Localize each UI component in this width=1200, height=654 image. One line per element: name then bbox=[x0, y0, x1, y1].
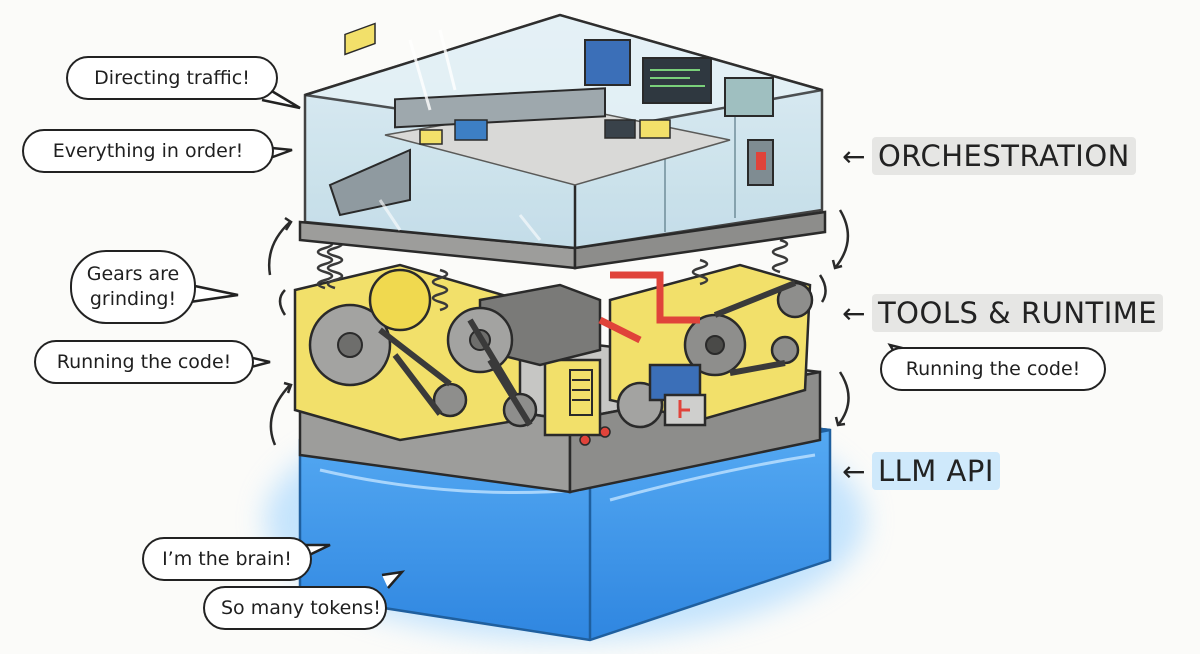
bubble-everything-in-order: Everything in order! bbox=[22, 129, 274, 173]
label-llm-api: ← LLM API bbox=[842, 452, 1000, 490]
label-tools-runtime: ← TOOLS & RUNTIME bbox=[842, 294, 1164, 332]
orchestration-base-plate bbox=[298, 210, 827, 270]
bubble-gears-grinding: Gears are grinding! bbox=[70, 250, 196, 324]
orchestration-glass-box bbox=[303, 13, 824, 250]
label-tools-runtime-text: TOOLS & RUNTIME bbox=[871, 294, 1164, 332]
bubble-im-the-brain: I’m the brain! bbox=[142, 537, 312, 581]
arrow-left-icon: ← bbox=[842, 454, 866, 488]
label-orchestration-text: ORCHESTRATION bbox=[871, 137, 1136, 175]
bubble-running-the-code-left: Running the code! bbox=[34, 340, 254, 384]
motion-arcs bbox=[267, 209, 850, 446]
label-llm-api-text: LLM API bbox=[871, 452, 1000, 490]
label-orchestration: ← ORCHESTRATION bbox=[842, 137, 1136, 175]
arrow-left-icon: ← bbox=[842, 139, 866, 173]
springs bbox=[316, 238, 789, 312]
machinery bbox=[293, 263, 814, 446]
bubble-running-the-code-right: Running the code! bbox=[880, 347, 1106, 391]
arrow-left-icon: ← bbox=[842, 296, 866, 330]
bubble-so-many-tokens: So many tokens! bbox=[203, 586, 387, 630]
bubble-directing-traffic: Directing traffic! bbox=[66, 56, 278, 100]
